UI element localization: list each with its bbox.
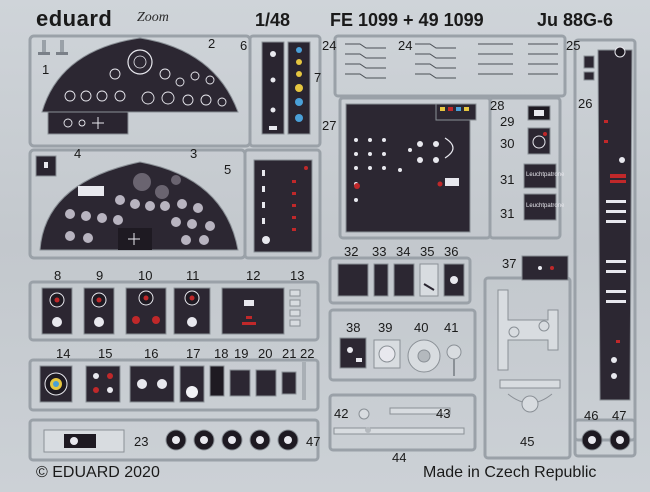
parts-38-41	[339, 337, 462, 376]
zoom-mark: Zoom	[137, 10, 169, 25]
part-31-placards	[523, 163, 557, 221]
part-30	[527, 127, 551, 155]
part-number: 19	[234, 346, 249, 361]
part-number: 26	[578, 96, 593, 111]
part-number: 38	[346, 320, 361, 335]
part-27-panel	[345, 103, 471, 233]
part-number: 35	[420, 244, 435, 259]
placard-text-2: Leuchtpatrone	[526, 203, 565, 209]
part-7-strip	[287, 41, 311, 135]
part-number: 13	[290, 268, 305, 283]
copyright: © EDUARD 2020	[36, 464, 160, 481]
part-number: 31	[500, 206, 515, 221]
part-number: 16	[144, 346, 159, 361]
part-45	[497, 289, 561, 413]
part-number: 6	[240, 38, 248, 53]
part-number: 47	[306, 434, 321, 449]
part-number: 43	[436, 406, 451, 421]
part-12	[221, 287, 285, 335]
part-number: 47	[612, 408, 627, 423]
part-number: 5	[224, 162, 232, 177]
part-number: 46	[584, 408, 599, 423]
part-number: 22	[300, 346, 315, 361]
part-number: 28	[490, 98, 505, 113]
made-in: Made in Czech Republic	[423, 464, 597, 481]
part-number: 36	[444, 244, 459, 259]
part-number: 3	[190, 146, 198, 161]
part-number: 37	[502, 256, 517, 271]
part-number: 41	[444, 320, 459, 335]
placard-text-1: Leuchtpatrone	[526, 172, 565, 178]
part-number: 29	[500, 114, 515, 129]
part-number: 42	[334, 406, 349, 421]
brand-logo: eduard	[36, 6, 113, 31]
part-number: 9	[96, 268, 104, 283]
part-number: 30	[500, 136, 515, 151]
right-long-panel	[597, 46, 633, 401]
part-number: 15	[98, 346, 113, 361]
parts-14-22	[39, 362, 306, 403]
part-2-instrument-panel	[41, 37, 239, 135]
part-4	[35, 155, 57, 177]
scale-label: 1/48	[255, 10, 291, 30]
part-3-instrument-panel	[39, 161, 239, 251]
part-number: 21	[282, 346, 297, 361]
part-number: 34	[396, 244, 411, 259]
part-29	[527, 105, 551, 121]
parts-46-47-discs	[581, 429, 631, 451]
part-24-harness	[345, 43, 558, 79]
part-number: 31	[500, 172, 515, 187]
part-number: 4	[74, 146, 82, 161]
part-number: 32	[344, 244, 359, 259]
model-name: Ju 88G-6	[537, 10, 614, 30]
part-6-strip	[261, 41, 285, 135]
part-number: 23	[134, 434, 149, 449]
part-5-side-panel	[253, 159, 313, 253]
part-number: 1	[42, 62, 50, 77]
part-number: 40	[414, 320, 429, 335]
part-number: 44	[392, 450, 407, 465]
part-25-26	[583, 55, 595, 81]
part-number: 39	[378, 320, 393, 335]
part-number: 24	[398, 38, 413, 53]
part-number: 25	[566, 38, 581, 53]
part-1	[38, 40, 68, 55]
product-code: FE 1099 + 49 1099	[330, 10, 484, 30]
parts-42-44	[333, 407, 465, 435]
part-number: 2	[208, 36, 216, 51]
part-37	[521, 255, 569, 281]
part-23	[43, 429, 125, 453]
parts-8-11-gauges	[41, 287, 211, 335]
part-number: 11	[186, 268, 200, 283]
part-number: 20	[258, 346, 273, 361]
parts-32-36	[337, 263, 465, 297]
part-number: 12	[246, 268, 261, 283]
part-number: 24	[322, 38, 337, 53]
part-number: 7	[314, 70, 322, 85]
part-number: 45	[520, 434, 535, 449]
part-number: 18	[214, 346, 229, 361]
part-number: 8	[54, 268, 62, 283]
part-13	[289, 289, 301, 327]
part-number: 27	[322, 118, 337, 133]
part-47-discs	[165, 429, 299, 451]
part-number: 17	[186, 346, 201, 361]
part-number: 14	[56, 346, 71, 361]
part-number: 10	[138, 268, 153, 283]
sheet-frame	[28, 34, 637, 462]
part-28	[435, 103, 477, 121]
part-number: 33	[372, 244, 387, 259]
